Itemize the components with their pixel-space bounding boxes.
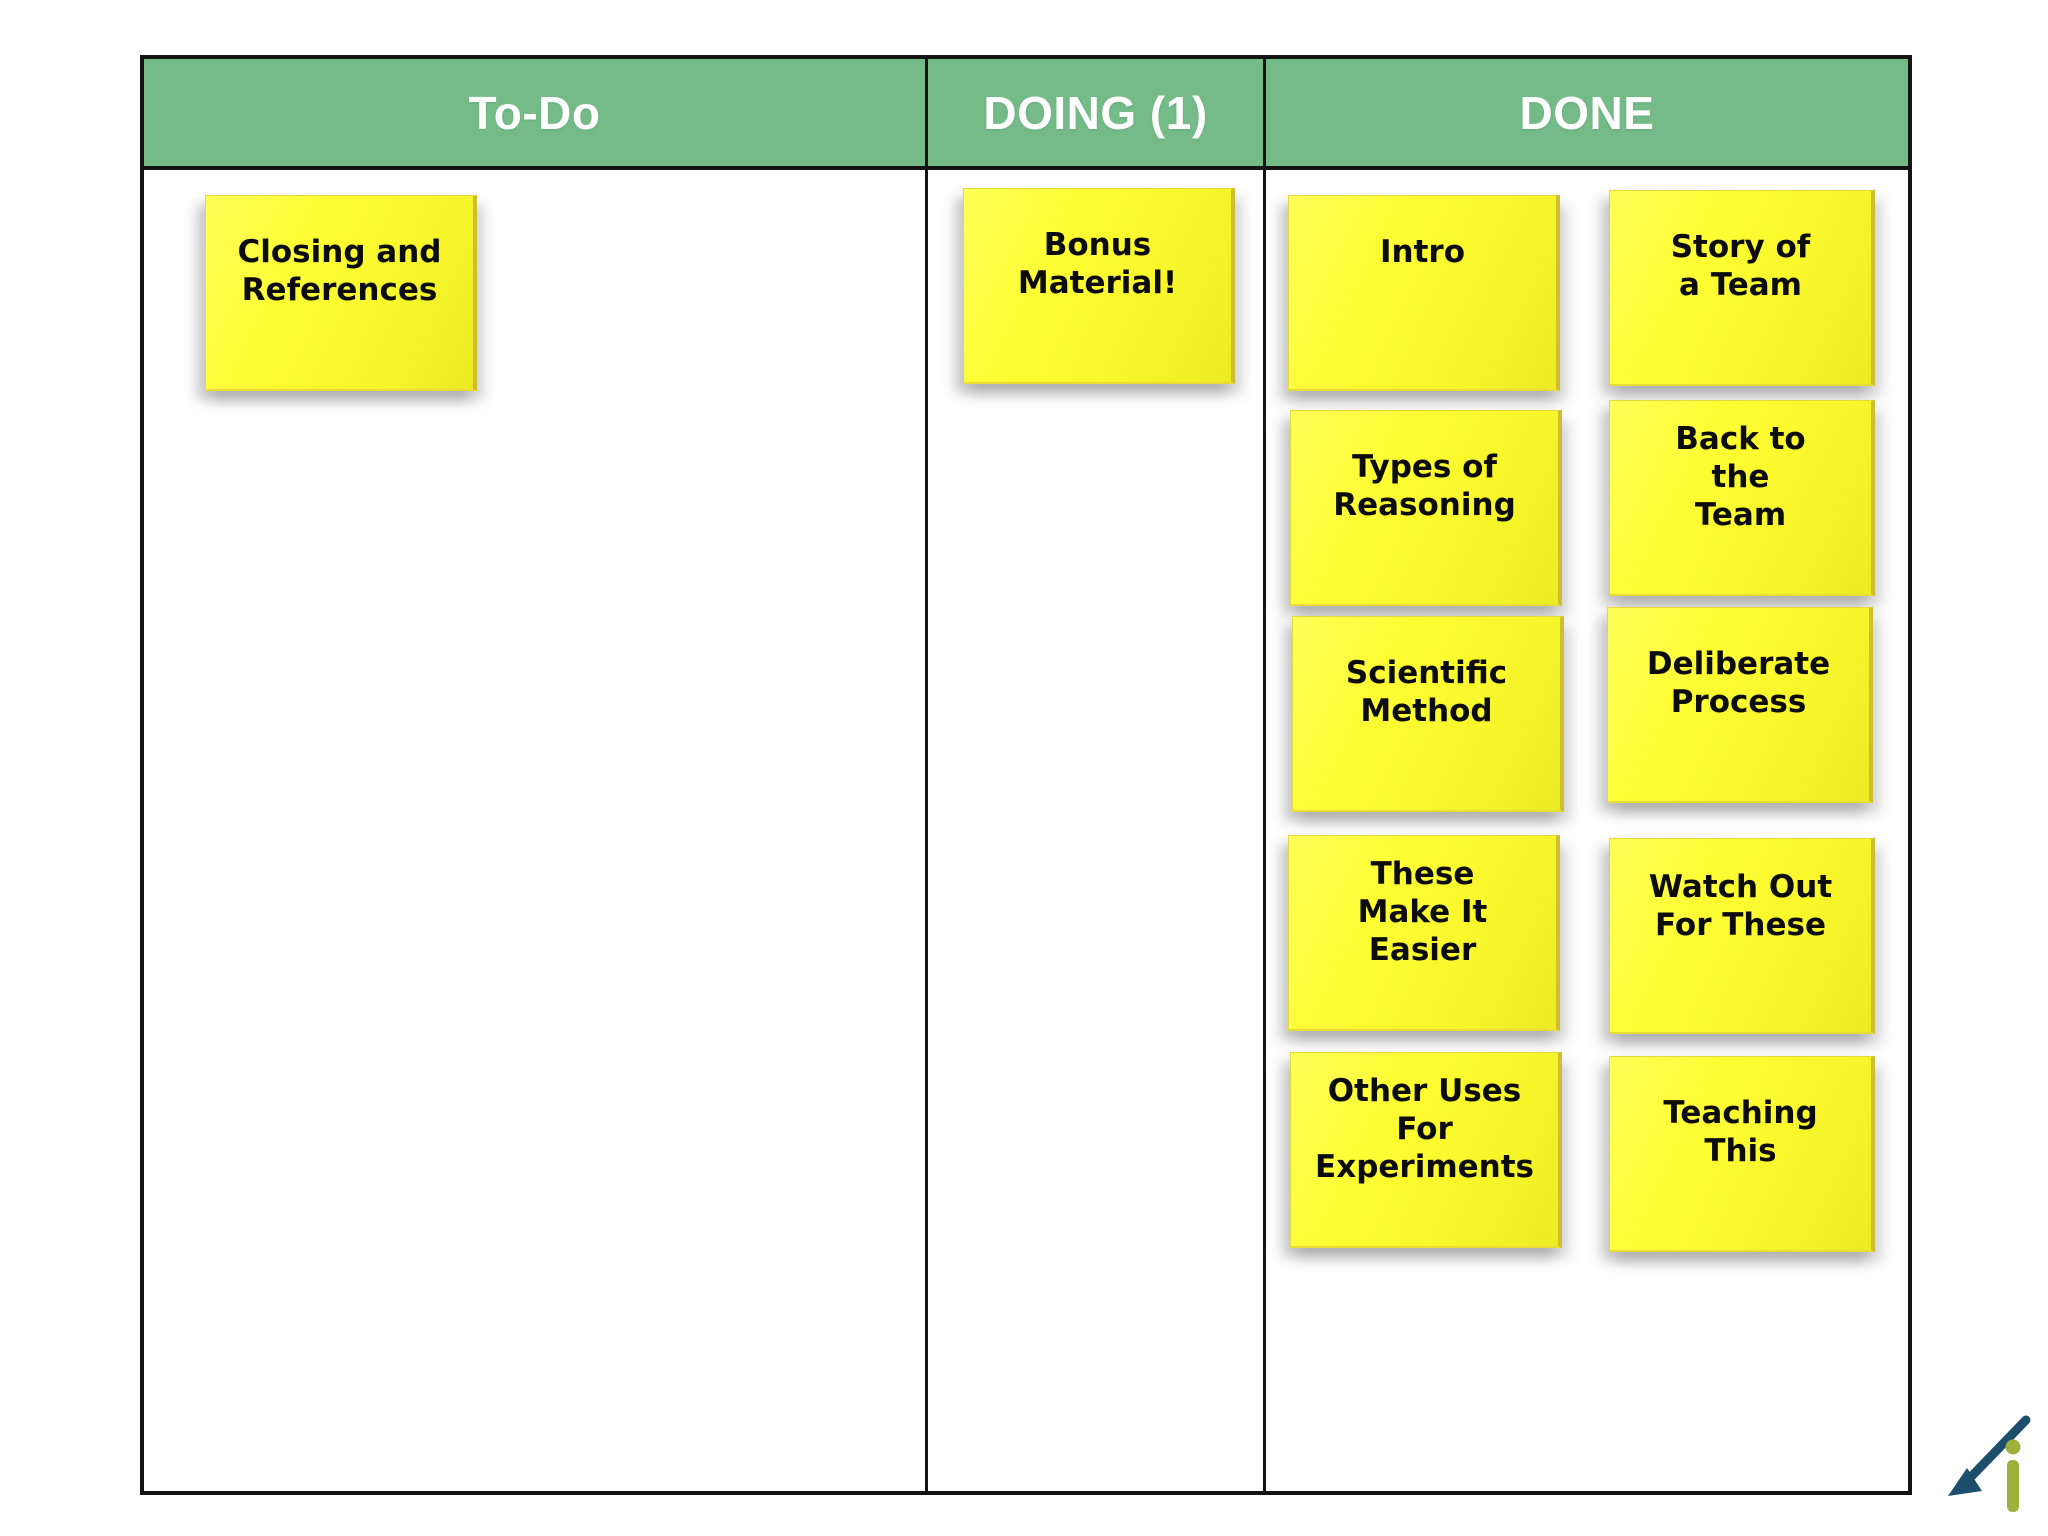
column-header-todo-label: To-Do — [468, 86, 601, 139]
sticky-note-bonus-material: Bonus Material! — [963, 188, 1235, 384]
sticky-note-types-of-reasoning: Types of Reasoning — [1290, 410, 1562, 606]
sticky-note-back-to-the-team: Back to the Team — [1609, 400, 1875, 596]
arrow-i-logo-icon — [1948, 1415, 2031, 1512]
sticky-note-scientific-method: Scientific Method — [1292, 616, 1564, 812]
sticky-note-story-of-a-team: Story of a Team — [1609, 190, 1875, 386]
column-header-doing-label: DOING (1) — [983, 86, 1208, 139]
sticky-note-other-uses-for-experiments: Other Uses For Experiments — [1290, 1052, 1562, 1248]
column-header-done: DONE — [1266, 59, 1908, 166]
column-header-todo: To-Do — [144, 59, 928, 166]
arrow-icon — [1948, 1415, 2031, 1496]
kanban-board: To-Do DOING (1) DONE Closing and Referen… — [140, 55, 1912, 1495]
column-header-done-label: DONE — [1519, 86, 1655, 139]
sticky-note-teaching-this: Teaching This — [1609, 1056, 1875, 1252]
sticky-note-these-make-it-easier: These Make It Easier — [1288, 835, 1560, 1031]
sticky-note-closing-and-references: Closing and References — [205, 195, 477, 391]
letter-i-icon — [2005, 1439, 2021, 1512]
sticky-note-intro: Intro — [1288, 195, 1560, 391]
column-doing: Bonus Material! — [928, 170, 1266, 1491]
column-done: Intro Story of a Team Types of Reasoning… — [1266, 170, 1908, 1491]
column-header-doing: DOING (1) — [928, 59, 1266, 166]
board-header-row: To-Do DOING (1) DONE — [144, 59, 1908, 170]
column-todo: Closing and References — [144, 170, 928, 1491]
sticky-note-deliberate-process: Deliberate Process — [1607, 607, 1873, 803]
sticky-note-watch-out-for-these: Watch Out For These — [1609, 838, 1875, 1034]
board-body: Closing and References Bonus Material! I… — [144, 170, 1908, 1491]
